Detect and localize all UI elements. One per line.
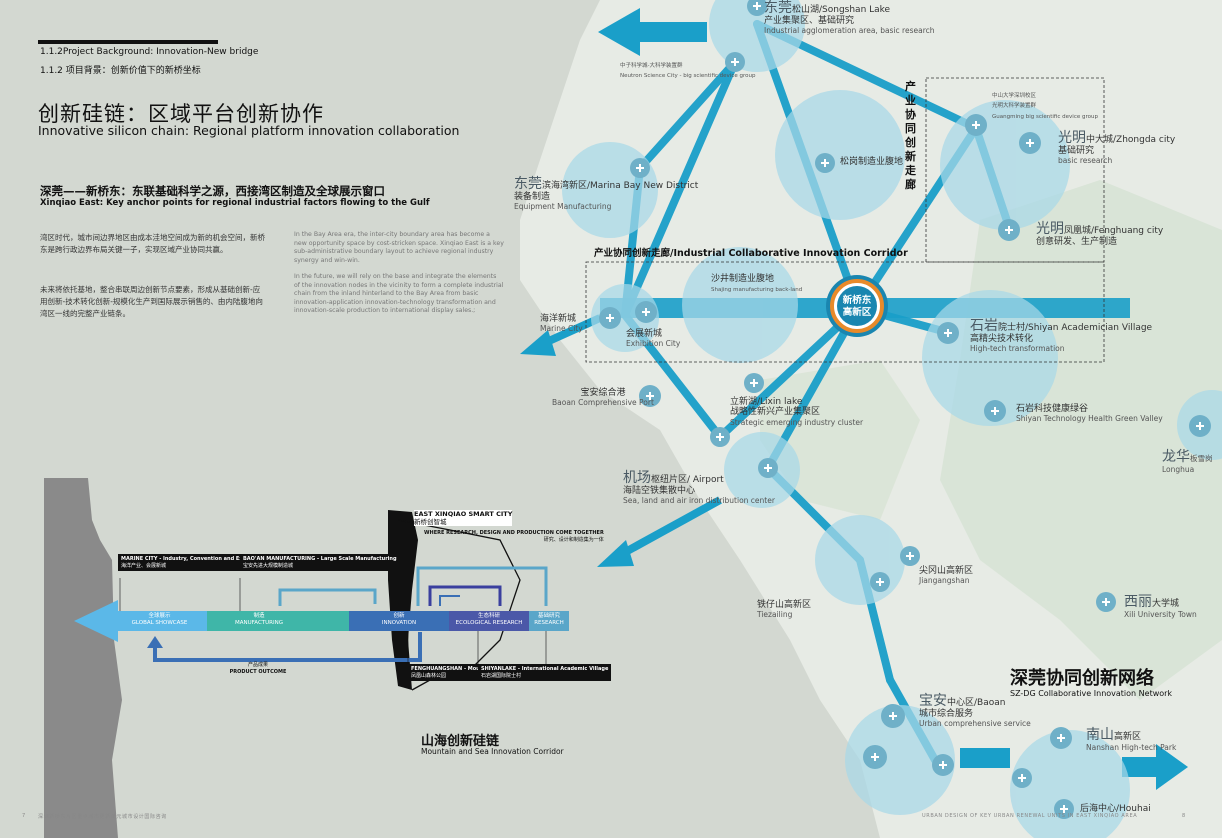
box-baoan-manufacturing: BAO'AN MANUFACTURING - Large Scale Manuf…	[240, 554, 400, 571]
core-label: 新桥东高新区	[842, 295, 872, 318]
page-title-cn: 创新硅链：区域平台创新协作	[38, 102, 324, 126]
box-shiyanlake: SHIYANLAKE - International Academic Vill…	[478, 664, 612, 681]
body-paragraph-en-2: In the future, we will rely on the base …	[294, 273, 504, 315]
page-title-en: Innovative silicon chain: Regional platf…	[38, 123, 460, 138]
green-hills-2	[760, 360, 920, 520]
subtitle-en: Xinqiao East: Key anchor points for regi…	[40, 198, 430, 208]
footer-left-text: 深圳新桥东片区重点城市更新单元城市设计国际咨询	[38, 814, 167, 820]
corridor-title-en: Mountain and Sea Innovation Corridor	[421, 747, 564, 756]
section-bar	[38, 40, 218, 44]
flow-arrows	[520, 8, 1188, 790]
east-xinqiao-site	[388, 510, 418, 690]
label-songgang: 松岗制造业腹地	[840, 157, 904, 167]
label-corridor-v: 产业协同创新走廊	[905, 80, 916, 191]
network-title-cn: 深莞协同创新网络	[1010, 668, 1154, 689]
inset-land	[44, 478, 122, 838]
footer-right-text: URBAN DESIGN OF KEY URBAN RENEWAL UNITS …	[922, 813, 1138, 819]
label-houhai: 后海中心/Houhai	[1080, 804, 1151, 814]
plus-markers	[599, 0, 1211, 819]
subtitle-cn: 深莞——新桥东：东联基础科学之源，西接湾区制造及全球展示窗口	[40, 184, 385, 198]
core-fill	[837, 286, 877, 326]
body-paragraph-en-1: In the Bay Area era, the inter-city boun…	[294, 231, 504, 264]
network-title-en: SZ-DG Collaborative Innovation Network	[1010, 689, 1173, 698]
section-title-cn: 1.1.2 项目背景：创新价值下的新桥坐标	[40, 66, 201, 76]
corridor-box-v	[925, 77, 1105, 263]
corridor-title-cn: 山海创新硅链	[421, 734, 500, 749]
box-marine-city: MARINE CITY - Industry, Convention and E…	[118, 554, 268, 571]
box-east-xinqiao-desc: WHERE RESEARCH, DESIGN AND PRODUCTION CO…	[424, 530, 604, 543]
body-paragraph-cn-1: 湾区时代，城市间边界地区由成本洼地空间成为新的机会空间，新桥东是跨行政边界布局关…	[40, 233, 265, 254]
vertical-corridor-bar	[960, 748, 1010, 768]
node-circles	[562, 0, 1222, 838]
footer-left-page: 7	[22, 813, 26, 819]
footer-right-page: 8	[1182, 813, 1186, 819]
body-paragraph-cn-2: 未来将依托基地，整合串联周边创新节点要素，形成从基础创新-应用创新-技术转化创新…	[40, 285, 263, 318]
corridor-box-h	[585, 261, 1105, 363]
section-title-en: 1.1.2Project Background: Innovation-New …	[40, 47, 259, 57]
label-corridor-h: 产业协同创新走廊/Industrial Collaborative Innova…	[594, 248, 908, 259]
